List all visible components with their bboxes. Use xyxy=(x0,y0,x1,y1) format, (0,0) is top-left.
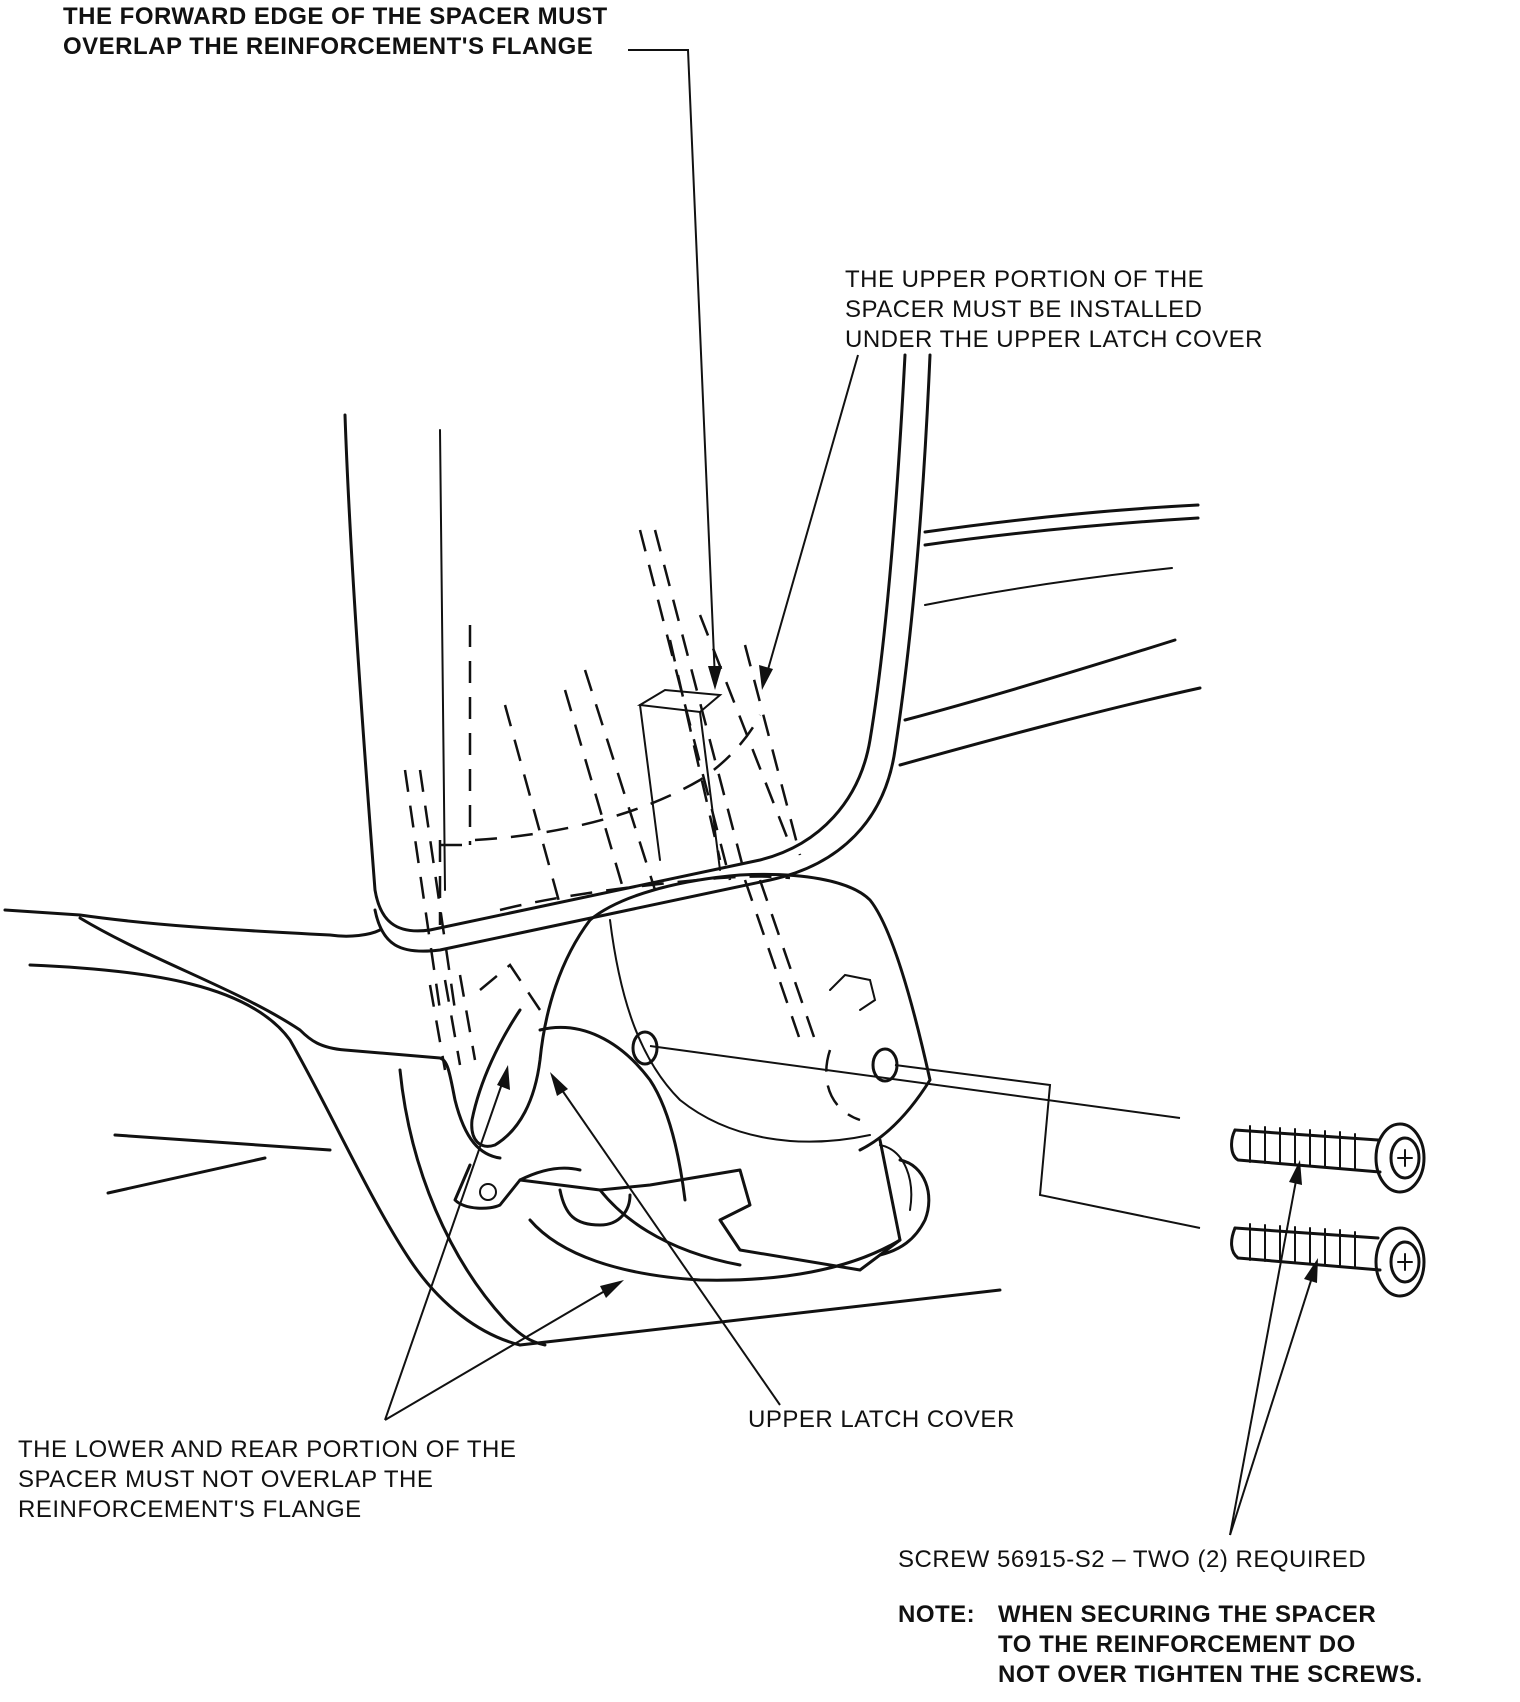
callout-forward-edge: THE FORWARD EDGE OF THE SPACER MUST OVER… xyxy=(63,2,608,62)
body-frame-lines xyxy=(898,503,1202,767)
pillar-panel xyxy=(343,353,932,953)
callout-upper-portion-line-2: SPACER MUST BE INSTALLED xyxy=(845,296,1203,323)
callout-lower-rear: THE LOWER AND REAR PORTION OF THE SPACER… xyxy=(18,1435,516,1525)
callout-upper-portion-line-1: THE UPPER PORTION OF THE xyxy=(845,266,1205,293)
leader-lines xyxy=(384,49,1318,1536)
upper-latch-cover xyxy=(470,872,932,1272)
note-prefix: NOTE: xyxy=(898,1601,976,1628)
screw-lower xyxy=(1230,1223,1426,1298)
callout-forward-edge-line-1: THE FORWARD EDGE OF THE SPACER MUST xyxy=(63,3,608,30)
spacer-upper-block xyxy=(636,688,877,1011)
spacer-dashed-outline xyxy=(403,529,861,1122)
callout-upper-portion-line-3: UNDER THE UPPER LATCH COVER xyxy=(845,326,1264,353)
callout-upper-latch-cover: UPPER LATCH COVER xyxy=(748,1406,1015,1433)
callout-upper-portion: THE UPPER PORTION OF THE SPACER MUST BE … xyxy=(845,265,1263,355)
note-line-1: WHEN SECURING THE SPACER xyxy=(998,1601,1377,1628)
reinforcement-flange xyxy=(3,908,1002,1347)
callout-screw: SCREW 56915-S2 – TWO (2) REQUIRED xyxy=(898,1546,1367,1573)
callout-lower-rear-line-3: REINFORCEMENT'S FLANGE xyxy=(18,1496,362,1523)
note-line-3: NOT OVER TIGHTEN THE SCREWS. xyxy=(998,1661,1423,1688)
note-body: WHEN SECURING THE SPACER TO THE REINFORC… xyxy=(998,1600,1423,1690)
screw-axis-lines xyxy=(649,1045,1201,1229)
callout-lower-rear-line-2: SPACER MUST NOT OVERLAP THE xyxy=(18,1466,434,1493)
latch-mechanism xyxy=(453,1144,931,1282)
callout-forward-edge-line-2: OVERLAP THE REINFORCEMENT'S FLANGE xyxy=(63,33,594,60)
note-line-2: TO THE REINFORCEMENT DO xyxy=(998,1631,1356,1658)
screw-upper xyxy=(1230,1122,1426,1194)
callout-lower-rear-line-1: THE LOWER AND REAR PORTION OF THE xyxy=(18,1436,517,1463)
